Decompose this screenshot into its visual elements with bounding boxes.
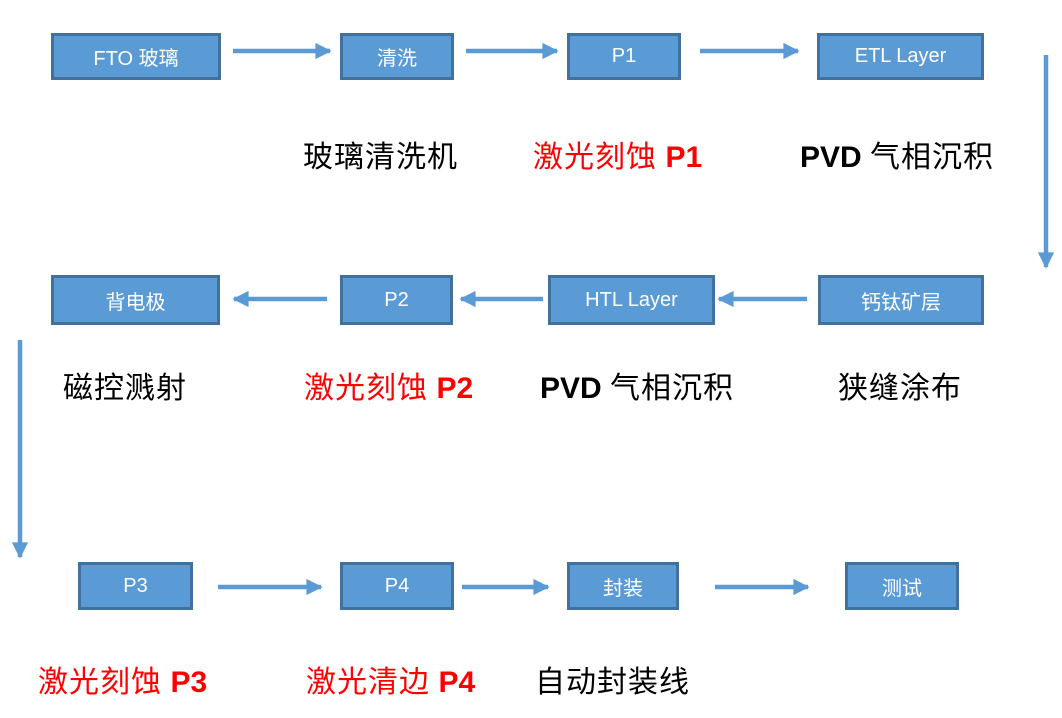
annotation-text: 磁控溅射 <box>63 372 187 405</box>
annotation-laser-edge-clean-p4: 激光清边 P4 <box>306 666 475 701</box>
flow-box-label: 清洗 <box>377 48 417 70</box>
annotation-pvd-deposition-etl: PVD 气相沉积 <box>800 141 994 176</box>
annotation-text: 自动封装线 <box>535 666 690 699</box>
annotation-text: 激光刻蚀 <box>38 666 171 699</box>
flow-box-label: FTO 玻璃 <box>93 48 179 70</box>
flow-box-htl-layer: HTL Layer <box>548 275 715 325</box>
annotation-text: 气相沉积 <box>870 141 995 174</box>
flow-box-p2: P2 <box>340 275 453 325</box>
annotation-text: P3 <box>170 666 208 699</box>
flow-box-label: P1 <box>611 45 637 67</box>
annotation-auto-encapsulation-line: 自动封装线 <box>535 666 690 701</box>
annotation-text: PVD <box>800 141 871 174</box>
annotation-text: 激光刻蚀 <box>533 141 666 174</box>
flow-box-label: 封装 <box>603 577 643 600</box>
flow-box-label: 背电极 <box>105 291 166 314</box>
flow-box-perovskite-layer: 钙钛矿层 <box>818 275 984 325</box>
flow-box-testing: 测试 <box>845 562 959 610</box>
flow-box-etl-layer: ETL Layer <box>817 33 984 80</box>
annotation-text: P4 <box>438 666 476 699</box>
annotation-text: 气相沉积 <box>610 372 735 405</box>
flow-box-label: P2 <box>384 288 409 311</box>
annotation-text: 玻璃清洗机 <box>303 141 458 174</box>
flow-box-label: P3 <box>123 574 148 597</box>
annotation-glass-washer: 玻璃清洗机 <box>303 141 458 176</box>
annotation-slot-die-coating: 狭缝涂布 <box>838 372 962 407</box>
annotation-text: P2 <box>436 372 474 405</box>
flow-box-cleaning: 清洗 <box>340 33 454 80</box>
annotation-text: 激光刻蚀 <box>304 372 437 405</box>
annotation-laser-etch-p1: 激光刻蚀 P1 <box>533 141 702 176</box>
flow-box-back-electrode: 背电极 <box>51 275 220 325</box>
flow-box-label: 测试 <box>882 577 922 600</box>
annotation-text: 狭缝涂布 <box>838 372 962 405</box>
flow-box-label: P4 <box>384 574 410 597</box>
flow-box-label: ETL Layer <box>854 45 947 67</box>
annotation-text: 激光清边 <box>306 666 439 699</box>
flow-box-fto-glass: FTO 玻璃 <box>51 33 221 80</box>
annotation-laser-etch-p2: 激光刻蚀 P2 <box>304 372 473 407</box>
flow-box-label: HTL Layer <box>585 288 678 311</box>
flow-box-label: 钙钛矿层 <box>861 291 941 314</box>
annotation-laser-etch-p3: 激光刻蚀 P3 <box>38 666 207 701</box>
flow-box-p3: P3 <box>78 562 193 610</box>
flow-box-p1: P1 <box>567 33 681 80</box>
annotation-text: PVD <box>540 372 611 405</box>
flow-box-encapsulation: 封装 <box>567 562 679 610</box>
annotation-pvd-deposition-htl: PVD 气相沉积 <box>540 372 734 407</box>
flow-box-p4: P4 <box>340 562 454 610</box>
annotation-text: P1 <box>665 141 703 174</box>
annotation-magnetron-sputtering: 磁控溅射 <box>63 372 187 407</box>
